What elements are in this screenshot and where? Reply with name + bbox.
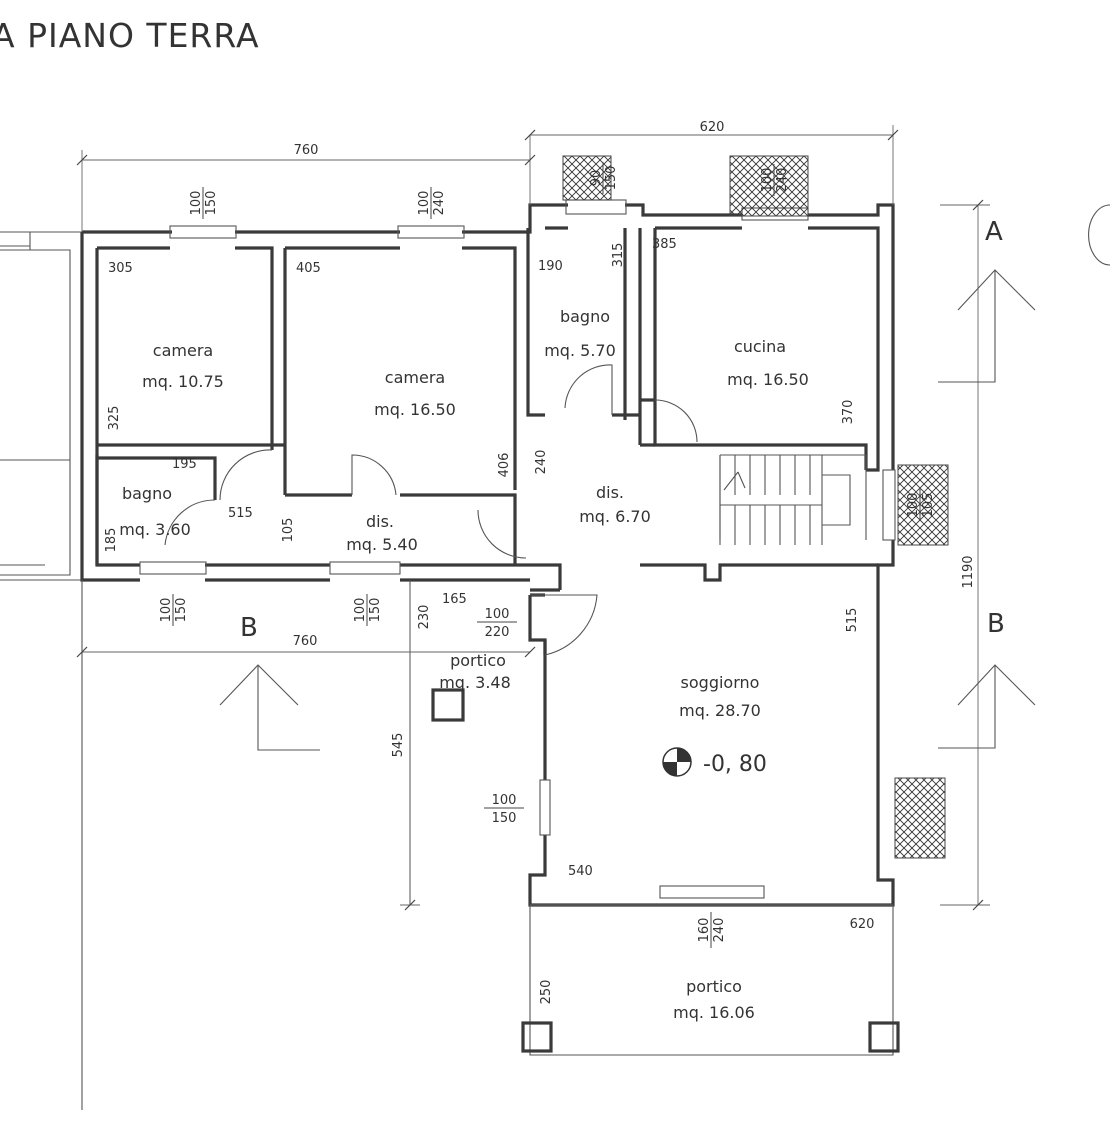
window-2-height: 240 [432,191,447,216]
dim-406: 406 [497,453,512,478]
section-markers [219,204,1111,751]
room-name-camera-2: camera [385,368,445,387]
plan-title: A PIANO TERRA [0,16,260,55]
window-10-width: 160 [697,918,712,943]
window-8-width: 100 [485,607,510,622]
room-name-dis-1: dis. [366,512,394,531]
room-name-dis-2: dis. [596,483,624,502]
window-6-height: 150 [174,598,189,623]
dim-385: 385 [652,237,677,252]
staircase [719,455,851,545]
room-name-camera-1: camera [153,341,213,360]
dim-right-total: 1190 [961,555,976,588]
dim-405: 405 [296,261,321,276]
exterior-walls [80,203,895,907]
section-label-b-left: B [240,613,258,643]
dim-185: 185 [104,528,119,553]
window-3-height: 150 [604,166,619,191]
room-name-bagno-1: bagno [560,307,610,326]
window-4-height: 240 [775,168,790,193]
dim-540: 540 [568,864,593,879]
section-label-a: A [985,217,1003,247]
room-name-bagno-2: bagno [122,484,172,503]
room-name-soggiorno: soggiorno [681,673,760,692]
dim-230: 230 [417,605,432,630]
room-name-portico-2: portico [686,977,742,996]
window-9-width: 100 [492,793,517,808]
window-9-height: 150 [492,811,517,826]
dim-105: 105 [281,518,296,543]
room-area-dis-1: mq. 5.40 [346,535,418,554]
dim-portico2-depth: 250 [539,980,554,1005]
room-area-dis-2: mq. 6.70 [579,507,651,526]
room-area-camera-2: mq. 16.50 [374,400,456,419]
room-area-cucina: mq. 16.50 [727,370,809,389]
room-name-cucina: cucina [734,337,786,356]
dim-240: 240 [534,450,549,475]
dimension-lines [76,125,990,911]
dim-190: 190 [538,259,563,274]
level-label: -0, 80 [703,752,767,777]
dim-515-b: 515 [845,608,860,633]
dim-top-right: 620 [700,120,725,135]
window-7-width: 100 [353,598,368,623]
dim-305: 305 [108,261,133,276]
dim-370: 370 [841,400,856,425]
level-marker-icon [662,747,692,777]
interior-walls [95,226,880,655]
window-5-height: 105 [921,493,936,518]
room-area-soggiorno: mq. 28.70 [679,701,761,720]
dim-top-left: 760 [294,143,319,158]
dim-315: 315 [611,243,626,268]
dim-bottom-right: 620 [850,917,875,932]
room-area-bagno-2: mq. 3.60 [119,520,191,539]
room-area-portico-2: mq. 16.06 [673,1003,755,1022]
window-5-width: 100 [906,493,921,518]
window-8-height: 220 [485,625,510,640]
left-neighbor-stub [0,231,82,581]
window-1-width: 100 [189,191,204,216]
doors [164,364,698,656]
window-10-height: 240 [712,918,727,943]
dim-515-a: 515 [228,506,253,521]
dim-165: 165 [442,592,467,607]
dim-325: 325 [107,406,122,431]
room-area-bagno-1: mq. 5.70 [544,341,616,360]
room-area-camera-1: mq. 10.75 [142,372,224,391]
dim-mid-left: 760 [293,634,318,649]
room-name-portico-1: portico [450,651,506,670]
window-labels: 100 150 100 240 90 150 100 240 100 105 1… [159,162,936,948]
dim-portico-height: 545 [391,733,406,758]
dim-195: 195 [172,457,197,472]
window-4-width: 100 [760,168,775,193]
window-6-width: 100 [159,598,174,623]
window-3-width: 90 [589,170,604,187]
window-2-width: 100 [417,191,432,216]
window-1-height: 150 [204,191,219,216]
section-label-b-right: B [987,609,1005,639]
window-7-height: 150 [368,598,383,623]
room-area-portico-1: mq. 3.48 [439,673,511,692]
